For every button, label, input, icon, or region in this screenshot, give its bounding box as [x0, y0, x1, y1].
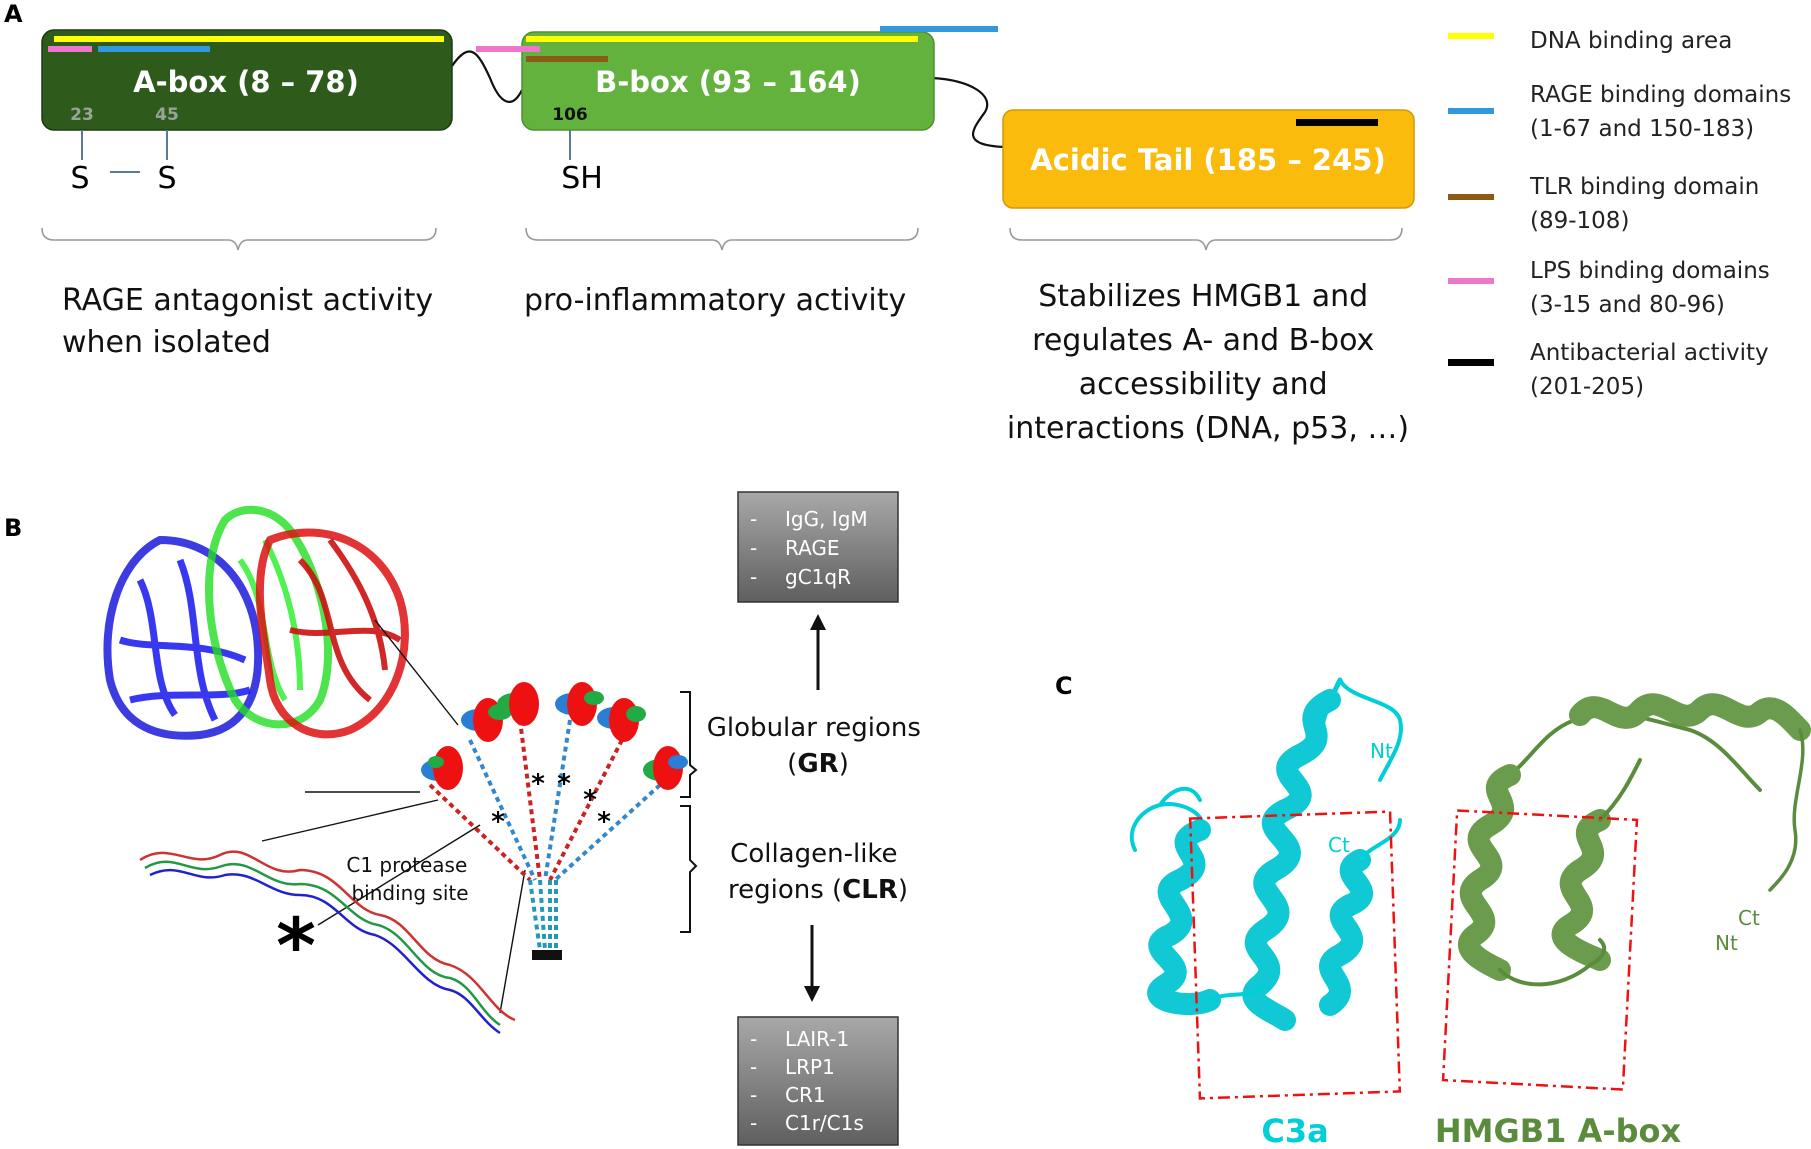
svg-text:RAGE: RAGE — [785, 536, 840, 560]
b-box-dna-bar — [526, 36, 918, 42]
collagen-regions-label: Collagen-like regions (CLR) — [728, 839, 908, 905]
linker-a-b — [451, 50, 523, 103]
hmgb1-a-box-label: HMGB1 A-box — [1435, 1112, 1682, 1149]
panel-c-letter: C — [1055, 672, 1073, 700]
panel-b-letter: B — [4, 514, 22, 542]
legend-swatch-dna — [1448, 33, 1494, 39]
c1-site-marker: * — [491, 807, 505, 837]
svg-text:-: - — [750, 1083, 757, 1107]
c1-site-marker: * — [557, 769, 571, 799]
svg-text:-: - — [750, 1055, 757, 1079]
c1-protease-label: C1 protease binding site — [346, 853, 473, 905]
residue-106: 106 — [552, 105, 588, 125]
b-box-tlr-bar — [526, 56, 608, 62]
brace-gr — [680, 691, 698, 798]
svg-text:gC1qR: gC1qR — [785, 565, 851, 589]
c1q-bouquet: * * * * * — [421, 682, 688, 960]
svg-text:CR1: CR1 — [785, 1083, 826, 1107]
hmgb1-nt-label: Nt — [1715, 931, 1738, 955]
a-box-dna-bar — [54, 36, 444, 42]
antibacterial-bar — [1296, 119, 1378, 126]
thiol-group: SH — [561, 161, 603, 196]
legend-swatch-tlr — [1448, 194, 1494, 200]
panel-a: A A-box (8 – 78) 23 45 S S B-box (93 – 1… — [4, 0, 1799, 446]
desc-b-box: pro-inflammatory activity — [524, 283, 906, 318]
collagen-triple-helix — [139, 850, 516, 1035]
legend: DNA binding area RAGE binding domains (1… — [1448, 28, 1799, 400]
legend-swatch-antibacterial — [1448, 359, 1494, 366]
panel-a-letter: A — [4, 0, 23, 28]
zoom-line-1 — [374, 619, 459, 726]
acidic-tail-label: Acidic Tail (185 – 245) — [1030, 143, 1385, 177]
brace-tail — [1009, 227, 1403, 251]
legend-label-tlr: TLR binding domain (89-108) — [1529, 174, 1767, 234]
residue-23: 23 — [70, 105, 94, 125]
globular-regions-label: Globular regions (GR) — [707, 713, 929, 779]
c1-protease-site-asterisk: * — [276, 901, 316, 990]
desc-tail: Stabilizes HMGB1 and regulates A- and B-… — [1007, 279, 1409, 446]
collagen-ligands-list: - LAIR-1 - LRP1 - CR1 - C1r/C1s — [750, 1027, 864, 1135]
zoom-line-3 — [261, 799, 439, 842]
b-box-rage-bar — [880, 26, 998, 32]
svg-text:-: - — [750, 565, 757, 589]
zoom-line-4 — [499, 869, 526, 1014]
c3a-nt-label: Nt — [1370, 739, 1393, 763]
linker-b-tail — [931, 76, 1005, 149]
acidic-tail-domain — [1002, 109, 1415, 209]
c3a-ct-label: Ct — [1328, 833, 1350, 857]
svg-text:IgG, IgM: IgG, IgM — [785, 507, 868, 531]
hmgb1-ct-label: Ct — [1738, 906, 1760, 930]
svg-text:LAIR-1: LAIR-1 — [785, 1027, 849, 1051]
legend-label-antibacterial: Antibacterial activity (201-205) — [1530, 340, 1776, 400]
brace-a-box — [41, 227, 437, 251]
svg-text:-: - — [750, 1111, 757, 1135]
brace-clr — [680, 805, 698, 933]
a-box-label: A-box (8 – 78) — [133, 65, 359, 99]
b-box-label: B-box (93 – 164) — [595, 65, 861, 99]
globular-ligands-box — [737, 491, 899, 603]
legend-swatch-lps — [1448, 278, 1494, 284]
legend-label-dna: DNA binding area — [1530, 28, 1732, 54]
legend-swatch-rage — [1448, 108, 1494, 114]
desc-a-box: RAGE antagonist activity when isolated — [62, 283, 443, 360]
a-box-lps-bar — [48, 46, 92, 52]
c3a-structure — [1129, 677, 1403, 1031]
globular-ligands-list: - IgG, IgM - RAGE - gC1qR — [750, 507, 868, 589]
c3a-label: C3a — [1261, 1112, 1328, 1149]
sulfur-left: S — [70, 161, 89, 196]
collagen-ligands-box — [737, 1016, 899, 1146]
arrow-down-head — [804, 986, 820, 1002]
b-box-domain — [521, 31, 935, 131]
panel-c: C Nt Ct C3a Ct Nt HMGB — [1055, 672, 1811, 1149]
panel-b: B — [4, 491, 929, 1146]
legend-label-lps: LPS binding domains (3-15 and 80-96) — [1530, 258, 1777, 318]
svg-text:LRP1: LRP1 — [785, 1055, 835, 1079]
svg-text:C1r/C1s: C1r/C1s — [785, 1111, 864, 1135]
arrow-up-head — [810, 614, 826, 630]
c3a-highlight-box — [1188, 810, 1402, 1100]
c1-site-marker: * — [583, 785, 597, 815]
c1-site-pointer — [317, 824, 481, 926]
svg-text:-: - — [750, 536, 757, 560]
c1-site-marker: * — [531, 769, 545, 799]
sulfur-right: S — [157, 161, 176, 196]
residue-45: 45 — [155, 105, 179, 125]
c1-site-marker: * — [597, 807, 611, 837]
a-box-domain — [41, 29, 453, 131]
brace-b-box — [525, 227, 919, 251]
b-box-lps-bar — [476, 46, 540, 52]
hmgb1-a-box-structure — [1458, 693, 1811, 987]
a-box-rage-bar — [98, 46, 210, 52]
svg-text:-: - — [750, 1027, 757, 1051]
svg-text:-: - — [750, 507, 757, 531]
legend-label-rage: RAGE binding domains (1-67 and 150-183) — [1530, 82, 1799, 142]
globular-head-structure — [103, 505, 409, 740]
